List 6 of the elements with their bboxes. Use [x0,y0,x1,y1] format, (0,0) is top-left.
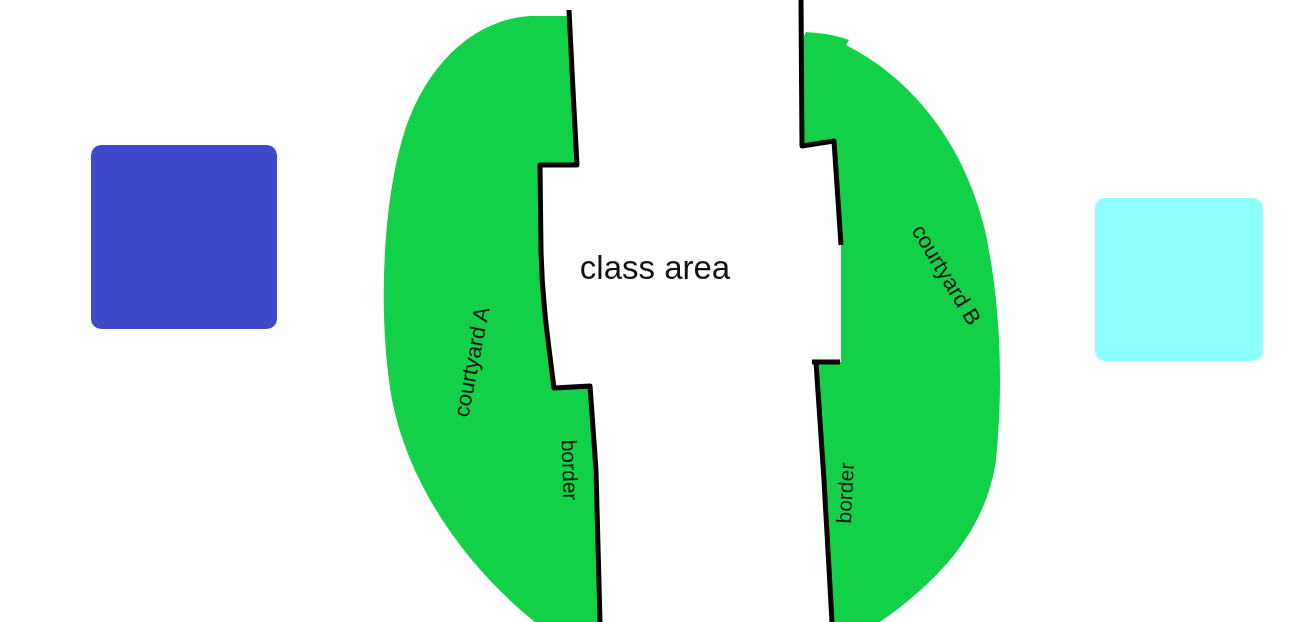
area-label: class area [579,250,731,284]
area-name: courtyard A [450,305,494,419]
border-label: border [832,462,858,524]
border-label: border [558,439,582,501]
square-block [1095,198,1263,361]
square-block [91,145,277,329]
